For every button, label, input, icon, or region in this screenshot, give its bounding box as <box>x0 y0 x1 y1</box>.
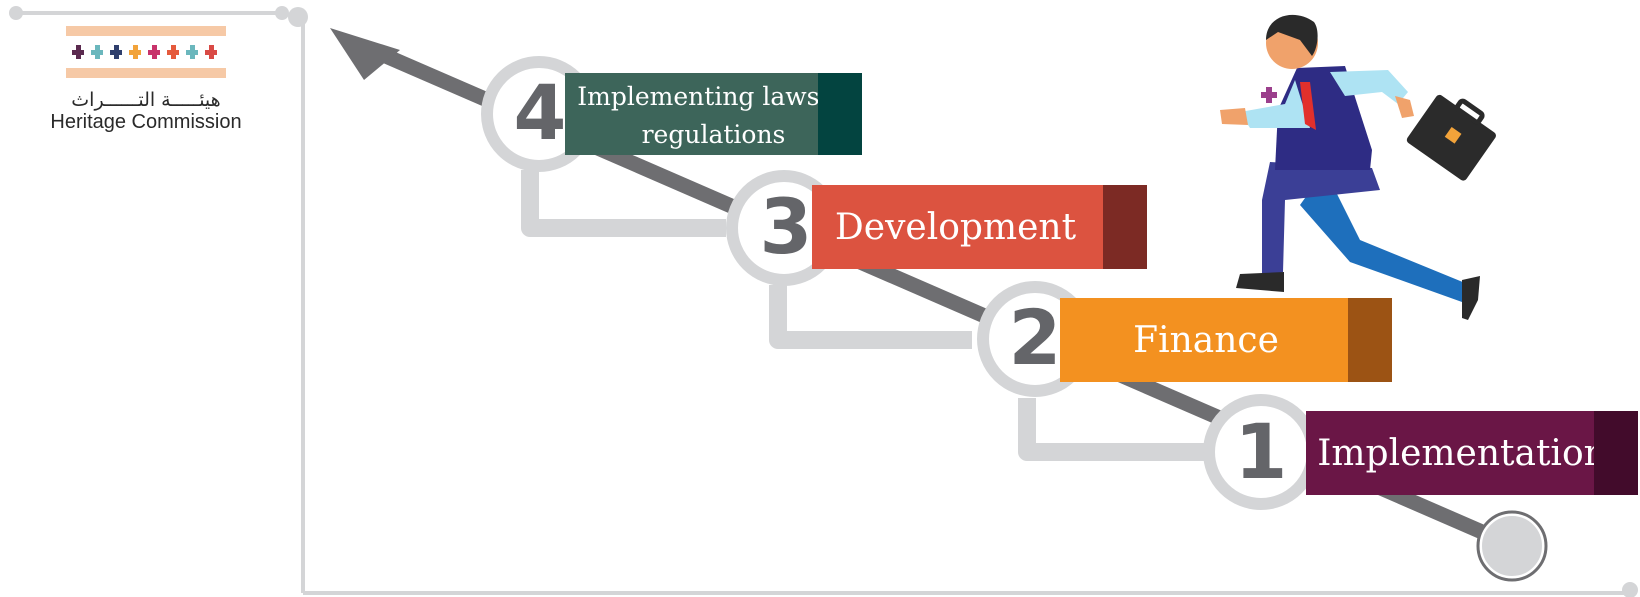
step-bar-3: Development <box>812 185 1147 269</box>
logo-cross-icon <box>148 45 160 59</box>
step-bar-2: Finance <box>1060 298 1392 382</box>
step-number-4: 4 <box>513 68 567 157</box>
connectors <box>521 170 1210 461</box>
step-bar-4-end <box>818 73 862 155</box>
heritage-commission-logo: هيئـــــة التــــــراث Heritage Commissi… <box>46 24 246 134</box>
step-bar-1: Implementation <box>1306 411 1638 495</box>
logo-cross-icon <box>205 45 217 59</box>
step-bar-3-end <box>1103 185 1147 269</box>
step-bar-2-end <box>1348 298 1392 382</box>
logo-cross-icon <box>110 45 122 59</box>
step-label-3: Development <box>834 206 1077 248</box>
logo-english-text: Heritage Commission <box>50 111 242 133</box>
step-number-3: 3 <box>759 182 813 271</box>
frame <box>9 6 1638 597</box>
logo-pattern-icon <box>66 26 226 78</box>
logo-cross-icon <box>91 45 103 59</box>
step-bar-1-end <box>1594 411 1638 495</box>
step-bar-4: Implementing laws & regulations <box>565 73 862 155</box>
step-number-1: 1 <box>1234 407 1288 496</box>
businessman-illustration <box>1220 14 1496 320</box>
logo-arabic-text: هيئـــــة التــــــراث <box>71 89 221 111</box>
logo-cross-icon <box>167 45 179 59</box>
step-label-4-line1: Implementing laws & <box>577 82 850 111</box>
step-label-1: Implementation <box>1317 432 1607 474</box>
logo-cross-icon <box>72 45 84 59</box>
step-label-4-line2: regulations <box>641 120 786 149</box>
logo-cross-icon <box>129 45 141 59</box>
step-number-2-visible: 2 <box>1008 293 1062 382</box>
logo-cross-icon <box>186 45 198 59</box>
step-label-2: Finance <box>1133 319 1279 361</box>
